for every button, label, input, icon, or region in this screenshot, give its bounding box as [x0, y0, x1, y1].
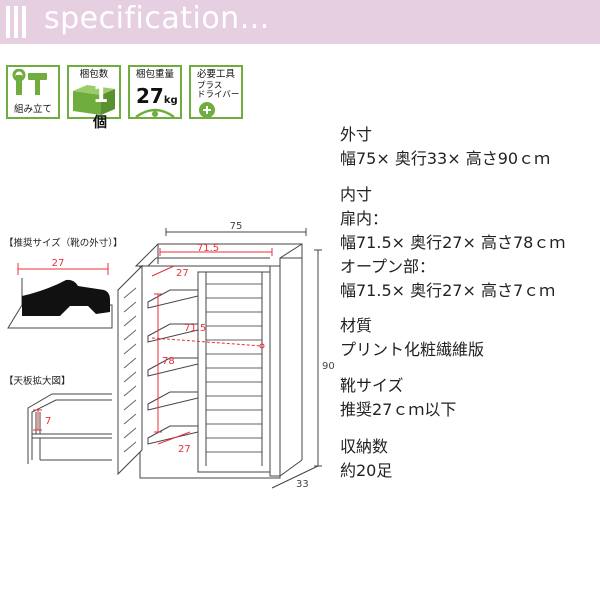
right-door-louvers: [206, 283, 262, 453]
scale-icon: [135, 108, 175, 119]
open-section-value: 幅71.5× 奥行27× 高さ7ｃｍ: [340, 281, 556, 300]
width-dim-label: 75: [230, 221, 243, 232]
outer-dimensions-heading: 外寸: [340, 125, 373, 144]
shelves: [147, 289, 199, 445]
required-tool-badge: 必要工具 プラス ドライバー: [189, 65, 243, 119]
header-stripe: [14, 6, 18, 38]
header-stripe: [22, 6, 26, 38]
section-header: specification...: [0, 0, 600, 44]
outer-dimensions-value: 幅75× 奥行33× 高さ90ｃｍ: [340, 149, 551, 168]
inner-depth-bottom-label: 27: [178, 444, 191, 455]
package-count-badge: 梱包数 1 個: [67, 65, 121, 131]
package-weight-badge: 梱包重量 27kg: [128, 65, 182, 119]
door-inner-value: 幅71.5× 奥行27× 高さ78ｃｍ: [340, 233, 566, 252]
shoe-icon: [22, 279, 110, 316]
inner-height-label: 78: [162, 356, 175, 367]
header-stripe: [6, 6, 10, 38]
package-weight-value: 27: [136, 84, 164, 108]
capacity-heading: 収納数: [340, 437, 389, 456]
top-dim-marker: [33, 409, 42, 431]
shoe-dim-label: 27: [52, 258, 65, 269]
inner-width-mid-label: 71.5: [184, 323, 206, 334]
material-value: プリント化粧繊維版: [340, 340, 485, 359]
height-dim-label: 90: [322, 361, 335, 372]
package-count-unit: 個: [93, 115, 107, 131]
package-count-value: 1: [93, 83, 109, 108]
package-weight-label: 梱包重量: [135, 69, 174, 80]
door-inner-label: 扉内：: [340, 209, 389, 228]
box-icon: [73, 85, 115, 115]
inner-dimension-lines: [151, 248, 273, 445]
inner-width-label: 71.5: [197, 243, 219, 254]
capacity-value: 約20足: [340, 461, 393, 480]
inner-dimensions-heading: 内寸: [340, 185, 373, 204]
shoe-size-value: 推奨27ｃｍ以下: [340, 400, 457, 419]
shoe-size-box-title: 【推奨サイズ（靴の外寸）】: [4, 237, 122, 249]
shoe-size-heading: 靴サイズ: [340, 376, 404, 395]
top-panel-inset: [27, 393, 112, 464]
package-weight-unit: kg: [163, 95, 178, 106]
tools-icon: [12, 69, 47, 95]
depth-dim-label: 33: [296, 479, 309, 490]
required-tool-sub1: プラス: [197, 81, 223, 91]
inner-depth-top-label: 27: [176, 268, 189, 279]
required-tool-label: 必要工具: [196, 69, 235, 80]
package-count-label: 梱包数: [79, 69, 109, 80]
top-panel-box-title: 【天板拡大図】: [4, 375, 71, 387]
left-door: [117, 264, 143, 476]
material-heading: 材質: [340, 316, 373, 335]
section-title: specification...: [44, 1, 270, 36]
required-tool-sub2: ドライバー: [197, 90, 240, 100]
top-dim-label: 7: [45, 416, 51, 427]
cabinet-drawing: [117, 243, 303, 479]
assembly-badge: 組み立て: [6, 65, 60, 119]
open-section-label: オープン部：: [340, 257, 436, 276]
assembly-label: 組み立て: [13, 104, 52, 115]
right-door: [197, 271, 271, 473]
screwdriver-icon: [199, 102, 215, 118]
outer-dimension-lines: [165, 228, 322, 489]
left-door-louvers: [123, 287, 137, 453]
